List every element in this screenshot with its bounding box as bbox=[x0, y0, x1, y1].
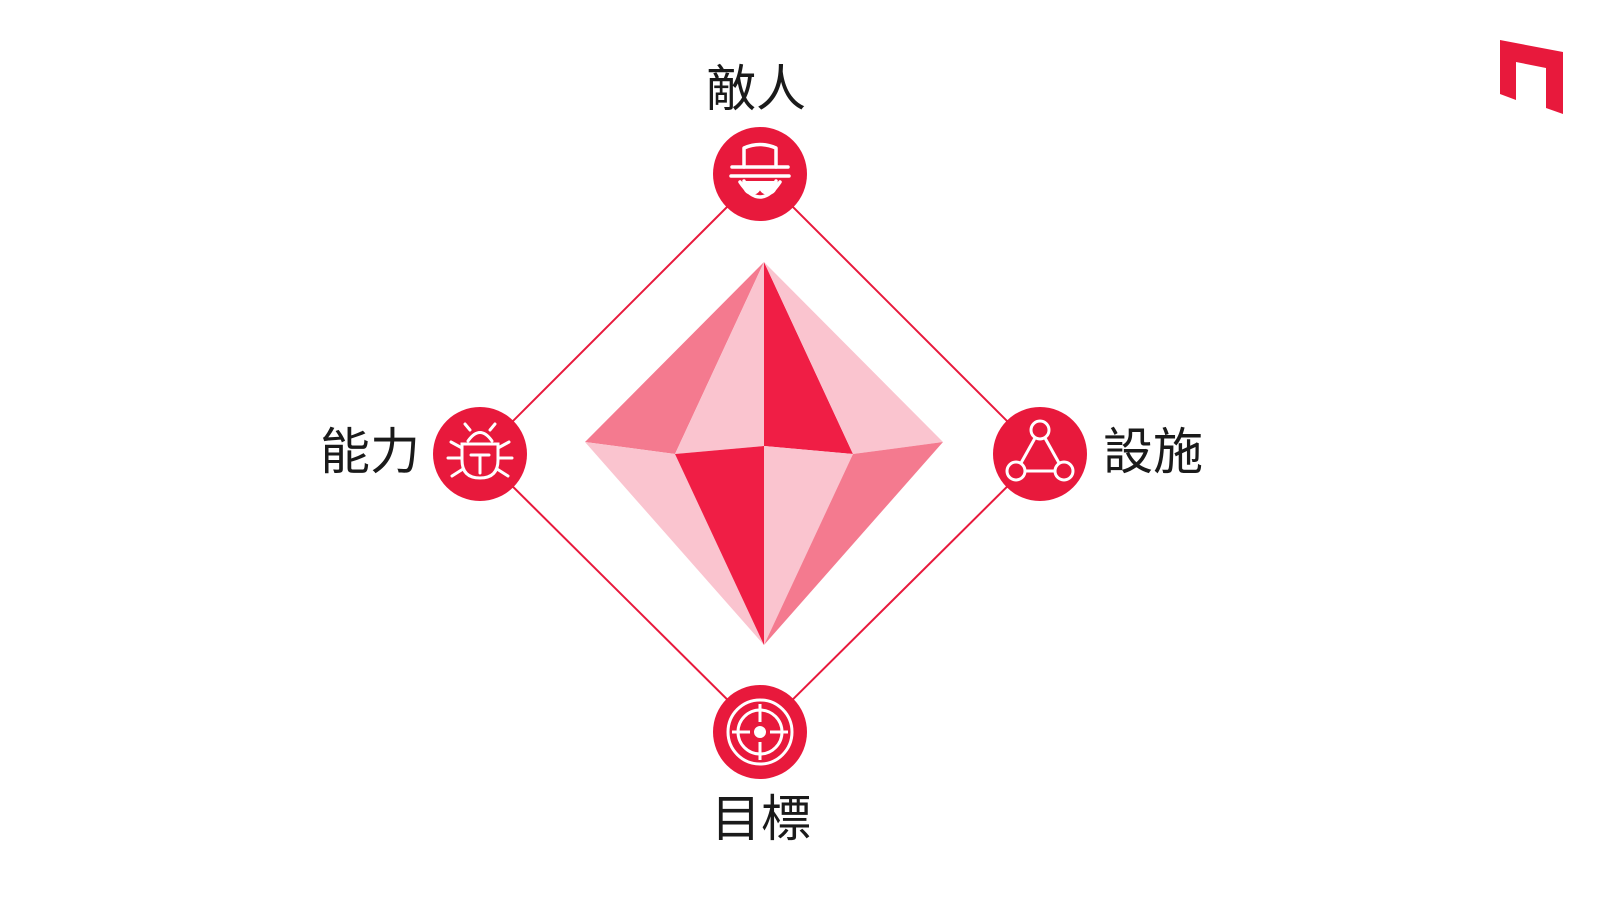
brand-logo-icon bbox=[1500, 40, 1563, 114]
diamond-gem-icon bbox=[585, 262, 943, 645]
target-crosshair-icon bbox=[726, 698, 794, 766]
connector-top-right bbox=[759, 173, 1041, 455]
network-triangle-icon bbox=[1005, 419, 1075, 482]
gem-facet bbox=[764, 446, 853, 645]
label-victim: 目標 bbox=[711, 790, 811, 848]
label-infrastructure: 設施 bbox=[1103, 423, 1203, 481]
gem-facet bbox=[675, 446, 764, 645]
spy-icon bbox=[729, 142, 791, 199]
node-bottom bbox=[713, 685, 807, 779]
node-circle bbox=[993, 407, 1087, 501]
connector-left-top bbox=[479, 173, 761, 455]
node-top bbox=[713, 127, 807, 221]
label-adversary: 敵人 bbox=[706, 60, 806, 118]
node-left bbox=[433, 407, 527, 501]
bug-icon bbox=[446, 422, 514, 480]
gem-facet bbox=[764, 262, 943, 454]
gem-facet bbox=[675, 262, 764, 454]
node-right bbox=[993, 407, 1087, 501]
connector-right-bottom bbox=[759, 453, 1041, 733]
connector-bottom-left bbox=[479, 453, 761, 733]
gem-facet bbox=[764, 442, 943, 645]
gem-facet bbox=[585, 262, 764, 454]
gem-facet bbox=[585, 442, 764, 645]
label-capability: 能力 bbox=[320, 423, 420, 481]
connector-lines bbox=[479, 173, 1041, 733]
node-circle bbox=[713, 127, 807, 221]
